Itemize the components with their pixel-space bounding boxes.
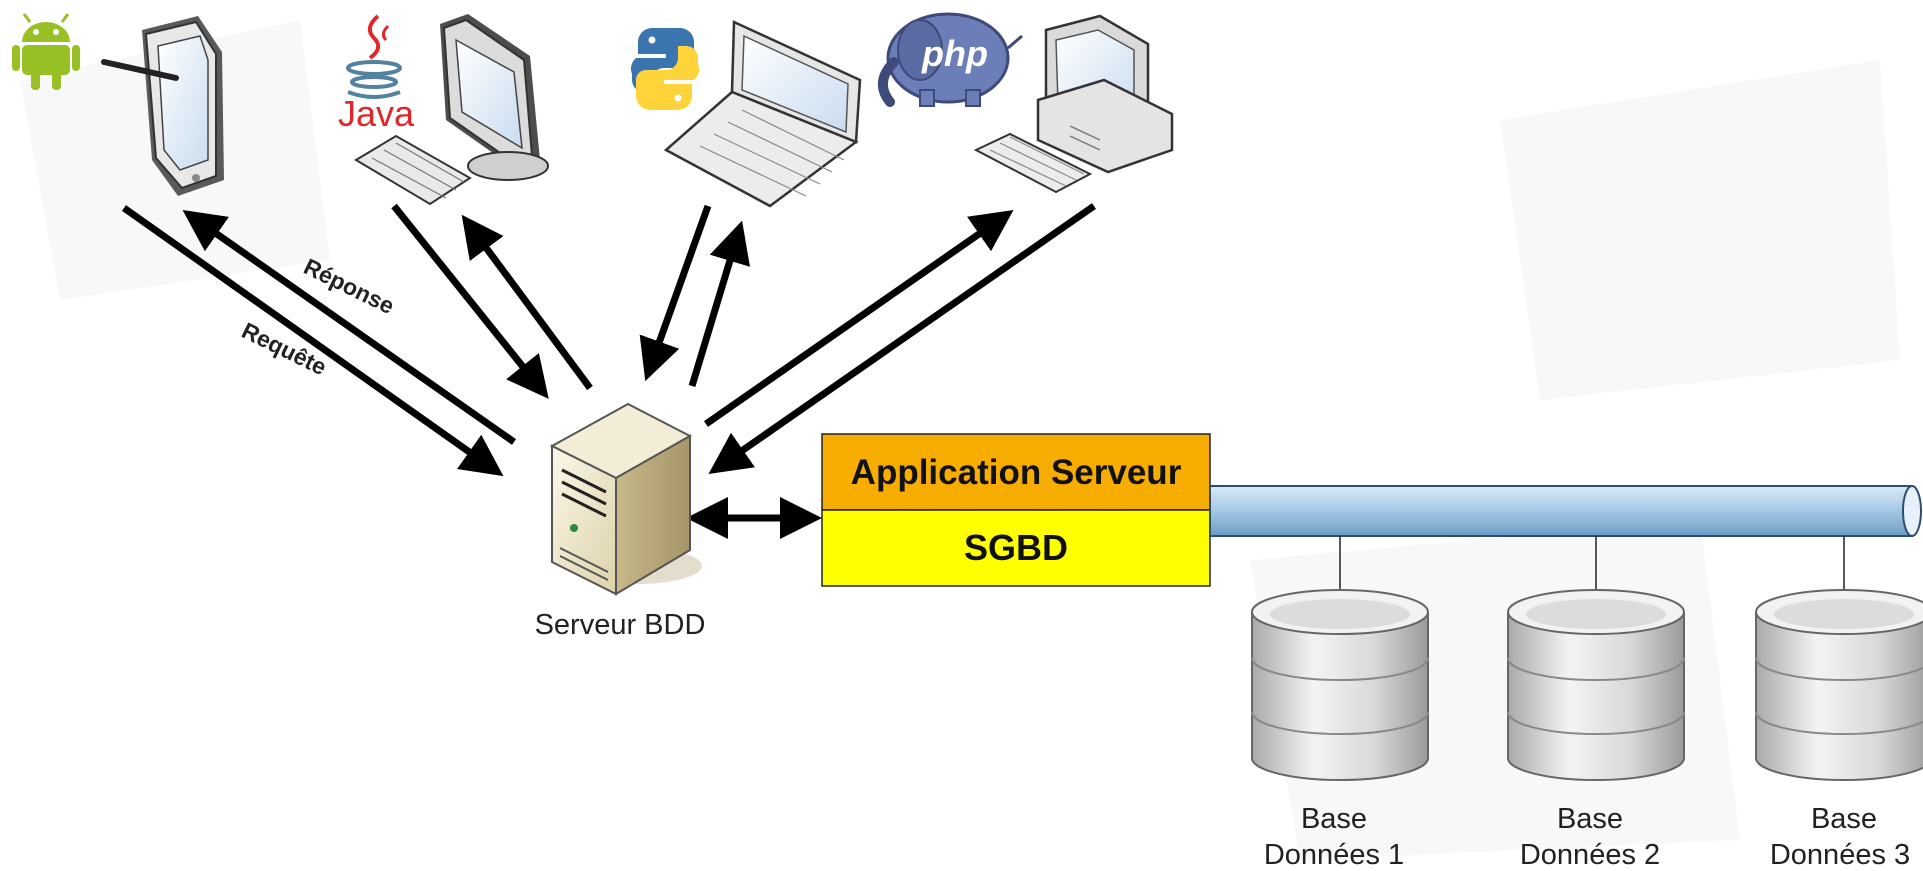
arrow-python-request bbox=[639, 204, 712, 382]
arrow-java-response bbox=[461, 214, 593, 391]
server-icon bbox=[549, 402, 702, 596]
python-icon bbox=[630, 28, 700, 110]
laptop-icon bbox=[663, 20, 862, 208]
tablet-icon bbox=[101, 16, 224, 196]
desktop-tower-icon bbox=[973, 14, 1174, 194]
arrow-php-request bbox=[708, 203, 1096, 474]
database-3-label-line2: Données 3 bbox=[1770, 839, 1910, 871]
arrow-java-request bbox=[391, 203, 549, 399]
arrow-php-response bbox=[704, 210, 1014, 427]
application-server-label: Application Serveur bbox=[851, 453, 1182, 492]
request-response-arrows bbox=[121, 203, 1096, 539]
database-2-label-line1: Base bbox=[1557, 803, 1623, 835]
database-2-label-line2: Données 2 bbox=[1520, 839, 1660, 871]
database-3 bbox=[1755, 536, 1923, 781]
php-elephant-icon: php bbox=[878, 12, 1023, 107]
php-label: php bbox=[921, 33, 988, 74]
arrow-python-response bbox=[688, 220, 750, 388]
java-label: Java bbox=[338, 93, 415, 134]
desktop-computer-icon bbox=[354, 14, 549, 206]
database-2 bbox=[1507, 536, 1685, 781]
database-1-label-line1: Base bbox=[1301, 803, 1367, 835]
database-1 bbox=[1251, 536, 1429, 781]
sgbd-box bbox=[821, 509, 1211, 587]
request-label: Requête bbox=[238, 317, 331, 380]
arrow-tablet-response bbox=[182, 209, 517, 445]
database-1-label-line2: Données 1 bbox=[1264, 839, 1404, 871]
java-icon: Java bbox=[338, 14, 415, 134]
database-3-label-line1: Base bbox=[1811, 803, 1877, 835]
android-icon bbox=[12, 13, 80, 90]
server-label: Serveur BDD bbox=[535, 609, 706, 641]
arrow-tablet-request bbox=[121, 205, 504, 477]
sgbd-label: SGBD bbox=[964, 527, 1068, 568]
network-bus bbox=[1209, 485, 1922, 537]
response-label: Réponse bbox=[300, 253, 399, 319]
server-stack: Application Serveur SGBD bbox=[821, 433, 1211, 587]
application-server-box bbox=[821, 433, 1211, 511]
